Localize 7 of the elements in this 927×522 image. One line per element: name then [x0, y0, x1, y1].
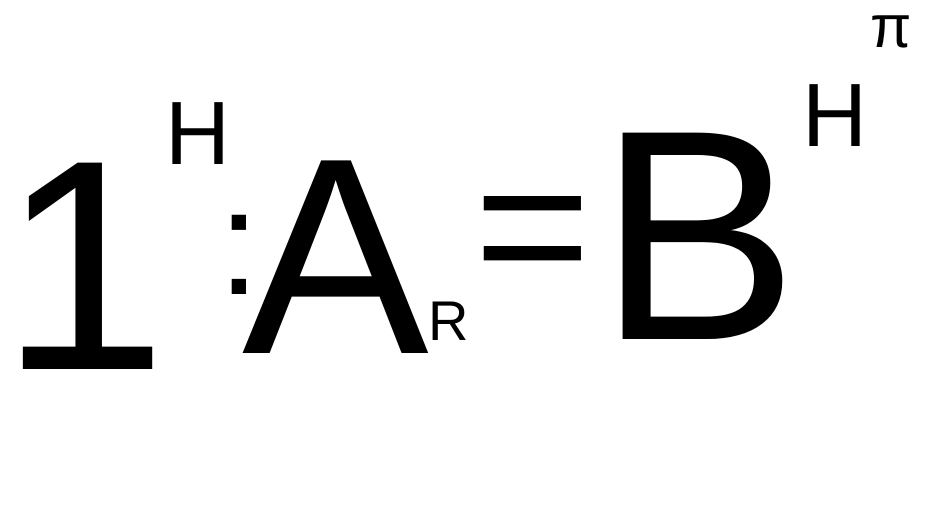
superscript: H — [165, 89, 230, 180]
superscript: H — [802, 71, 867, 162]
math-symbol: 1 — [0, 114, 167, 415]
math-symbol: B — [598, 84, 798, 385]
math-symbol: = — [474, 126, 591, 326]
subscript: R — [428, 293, 468, 350]
superscript: π — [870, 0, 912, 57]
